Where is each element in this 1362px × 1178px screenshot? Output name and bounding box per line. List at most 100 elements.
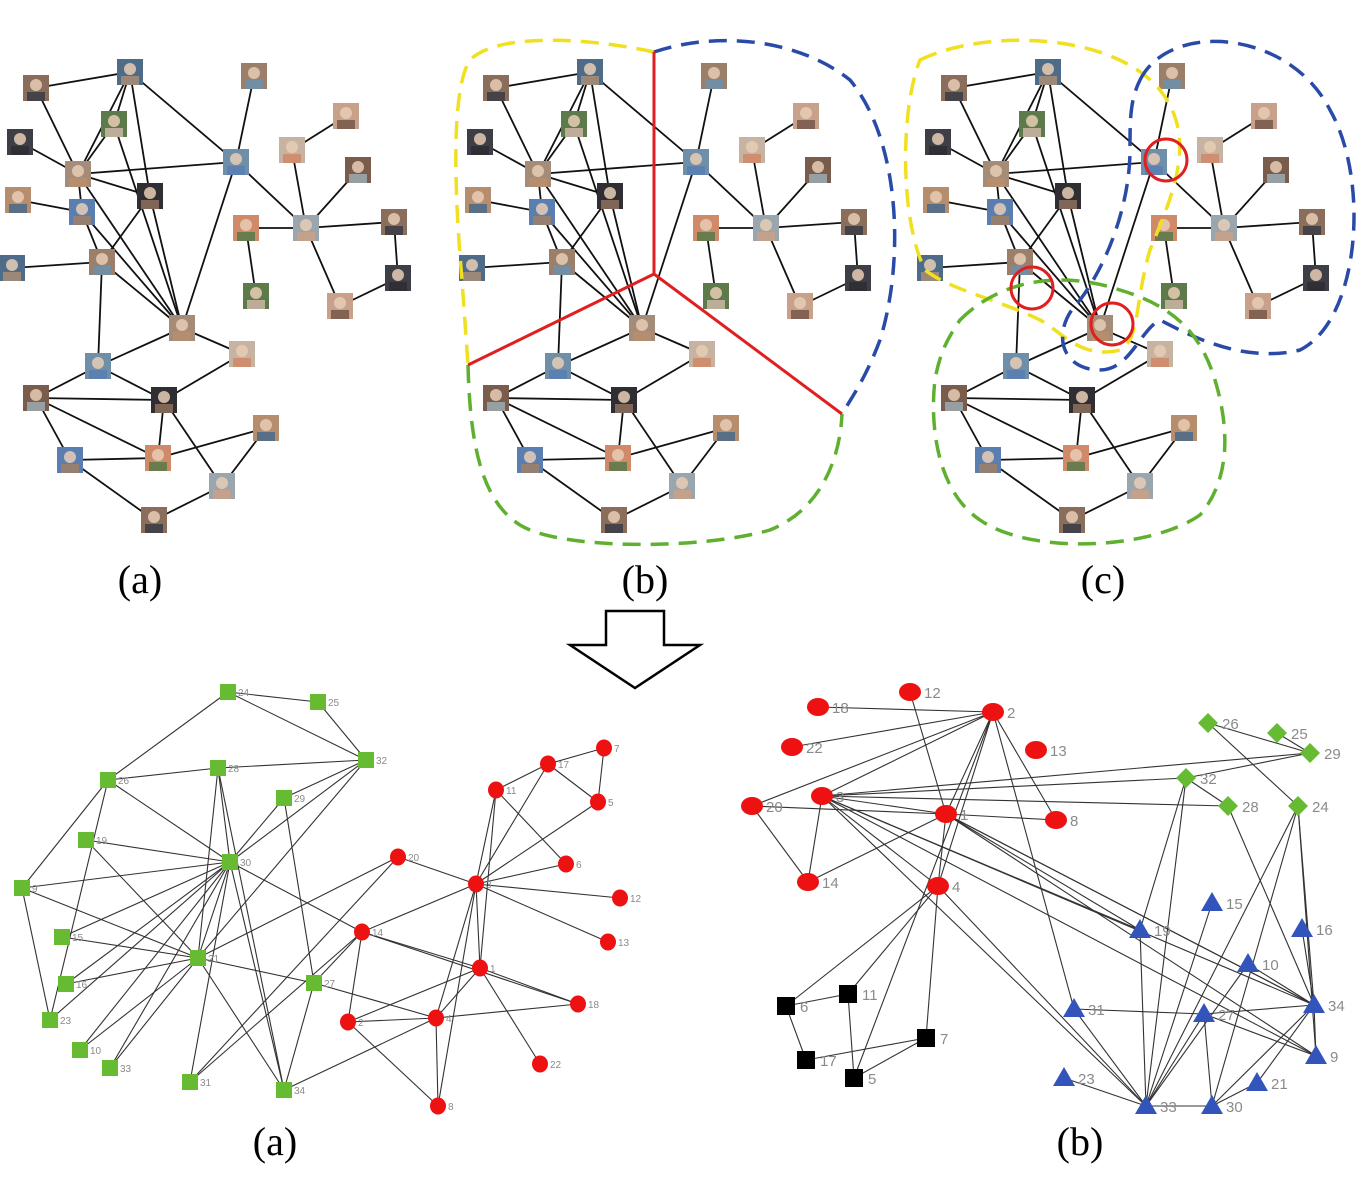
panel-a-photo-node [23,385,49,411]
graph-a-node-label: 24 [238,688,250,699]
graph-b-edge [1203,1013,1213,1107]
panel-c-edge [953,71,1049,89]
panel-a-photo-node [141,507,167,533]
graph-a-edge [479,789,497,969]
panel-c-edge [953,87,997,175]
panel-a-edge [97,327,183,367]
graph-b-node-label: 1 [960,807,968,824]
panel-c-photo-node [1059,507,1085,533]
panel-a-edge [35,71,131,89]
graph-b-edge [821,711,994,797]
panel-b-photo-node [597,183,623,209]
graph-a-edge [21,887,199,959]
panel-b-photo-node [465,187,491,213]
graph-a-node-square [58,976,74,992]
green-region-boundary [466,364,844,547]
graph-a-node-circle [430,1097,446,1115]
graph-b-node-triangle [1291,918,1313,937]
graph-b-node-circle [811,787,833,805]
panel-a-edge [35,87,79,175]
graph-b-edge [847,993,855,1079]
graph-a-edge [347,931,363,1023]
panel-c-edge [999,211,1101,329]
panel-a-edge [305,221,395,229]
partition-overlay [454,38,897,547]
panel-b-photo-node [689,341,715,367]
graph-a-node-label: 30 [240,858,252,869]
panel-c-photo-node [975,447,1001,473]
graph-b-node-label: 19 [1154,923,1171,940]
graph-a-edge [217,767,285,1091]
graph-b-edge [937,885,1147,1107]
panel-a-photo-node [279,137,305,163]
graph-b-node-label: 8 [1070,813,1078,830]
graph-b-edge [1256,1004,1315,1084]
graph-a-edge [347,1021,439,1107]
panel-c-photo-node [1251,103,1277,129]
graph-a-node-circle [468,875,484,893]
panel-a-photo-node [223,149,249,175]
graph-a-edge [61,861,231,938]
panel-a-edge [69,457,159,461]
panel-b-photo-node [483,385,509,411]
graph-a-edge [49,861,231,1021]
caption-top-b: (b) [622,557,669,602]
graph-b-edge [1185,777,1229,807]
panel-b-edge [529,457,619,461]
overlap-node-marker [1143,137,1189,183]
panel-b-photo-node [753,215,779,241]
graph-b-edge [1207,722,1311,754]
panel-a-edge [101,261,183,329]
graph-b-node-circle [1025,741,1047,759]
graph-b-edge [1063,1077,1147,1107]
panel-b-edge [573,123,643,329]
panel-a-photo-node [65,161,91,187]
panel-b-edge [623,399,683,487]
graph-a-edge [197,861,231,959]
caption-top-c: (c) [1081,557,1125,602]
panel-b-photo-node [683,149,709,175]
panel-c-photo-node [923,187,949,213]
panel-a-photo-node [293,215,319,241]
graph-a-edge [229,861,285,1091]
graph-a-node-label: 10 [90,1046,102,1057]
graph-a-edge [475,883,621,899]
graph-b-node-circle [797,873,819,891]
graph-a-edge [197,767,219,959]
panel-c-photo-node [1063,445,1089,471]
panel-b-photo-node [517,447,543,473]
panel-c-edge [995,161,1155,175]
overlap-overlay [903,38,1356,546]
panel-a-photo-node [57,447,83,473]
panel-b-edge [495,397,625,401]
graph-a-edge [283,982,315,1091]
graph-b-edges [751,691,1317,1107]
graph-a-edge [21,779,109,889]
graph-b-edge [807,795,823,883]
social-graph-panel-b [454,38,897,547]
panel-b-edge [557,261,563,367]
graph-a-node-label: 8 [448,1102,454,1113]
panel-b-edge [495,87,539,175]
graph-b-node-circle [807,698,829,716]
graph-a-node-square [190,950,206,966]
panel-b-edge [695,75,715,163]
graph-b-edge [821,795,939,887]
graph-a-node-label: 25 [328,698,340,709]
graph-a-edge [21,887,51,1021]
panel-a-edge [157,427,267,459]
graph-b-edge [1211,1004,1315,1107]
graph-a-edge [227,691,319,703]
panel-c-photo-node [1303,265,1329,291]
graph-a-edge [189,861,231,1083]
graph-a-edge [189,856,399,1083]
panel-b-edge [617,427,727,459]
graph-a-node-square [100,772,116,788]
graph-b-node-diamond [1176,768,1196,788]
graph-a-node-square [310,694,326,710]
graph-a-edge [85,839,231,863]
panel-b-edge [537,161,697,175]
graph-b-edge [1145,902,1213,1107]
graph-b-node-label: 13 [1050,743,1067,760]
panel-c-photo-node [941,385,967,411]
